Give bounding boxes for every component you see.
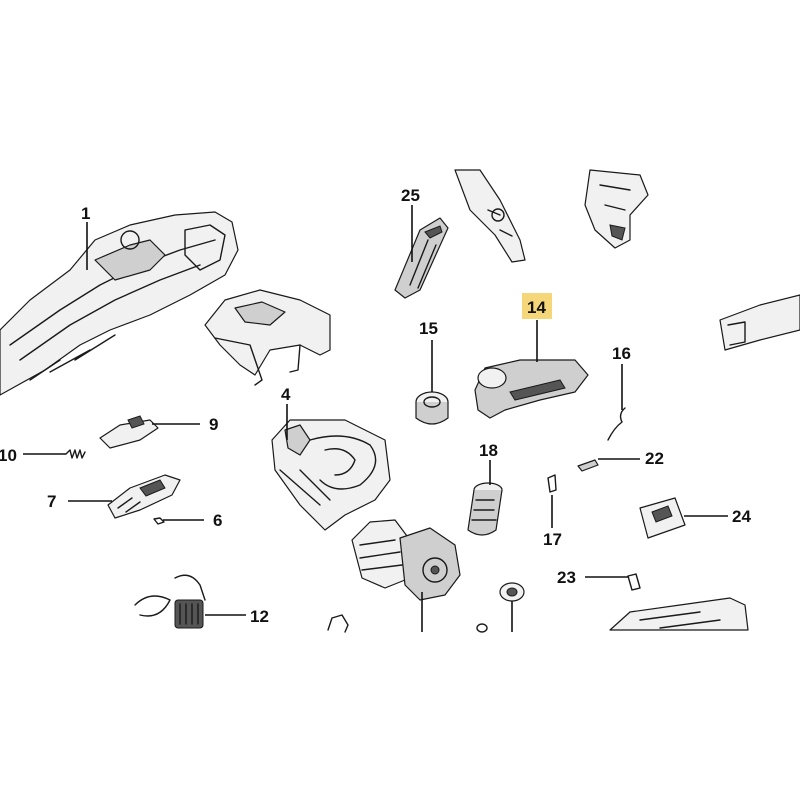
bottom-small-piece <box>327 614 488 633</box>
leader-lines <box>23 205 728 632</box>
callout-14-highlight <box>522 293 552 319</box>
callout-12: 12 <box>250 607 269 626</box>
top-right-bracket <box>584 169 649 249</box>
callout-23: 23 <box>557 568 576 587</box>
callout-17: 17 <box>543 530 562 549</box>
part-4-gear-housing <box>271 419 391 531</box>
bottom-right-housing <box>609 597 749 631</box>
callout-22: 22 <box>645 449 664 468</box>
part-16-hook <box>607 407 626 441</box>
part-14-handle <box>474 359 589 419</box>
part-22-pin <box>577 459 599 472</box>
part-25-handle <box>394 217 449 299</box>
part-6-pin <box>153 517 165 525</box>
part-24-plate <box>639 497 686 539</box>
callout-labels: 1 4 6 7 9 10 12 14 15 16 17 18 22 23 24 … <box>0 186 751 626</box>
callout-15: 15 <box>419 319 438 338</box>
part-1-housing <box>0 211 239 396</box>
right-edge-bar <box>719 294 800 351</box>
part-4-cover <box>204 289 331 386</box>
part-23-screw <box>627 573 641 591</box>
callout-14: 14 <box>527 298 546 317</box>
callout-6: 6 <box>213 511 222 530</box>
part-7-trigger <box>107 474 181 519</box>
callout-10: 10 <box>0 446 17 465</box>
callout-7: 7 <box>47 492 56 511</box>
part-10-spring <box>65 449 86 459</box>
bushing-part <box>499 582 525 602</box>
part-18-filter <box>467 482 503 536</box>
callout-24: 24 <box>732 507 751 526</box>
callout-18: 18 <box>479 441 498 460</box>
part-15-nut <box>415 391 449 425</box>
callout-16: 16 <box>612 344 631 363</box>
callout-9: 9 <box>209 415 218 434</box>
callout-4: 4 <box>281 385 291 404</box>
callout-25: 25 <box>401 186 420 205</box>
part-12-harness <box>134 574 206 629</box>
part-17-screw <box>547 474 557 493</box>
top-shaft-part <box>454 169 526 263</box>
callout-1: 1 <box>81 204 90 223</box>
motor-assembly <box>351 519 461 601</box>
part-9-switch <box>99 415 159 449</box>
